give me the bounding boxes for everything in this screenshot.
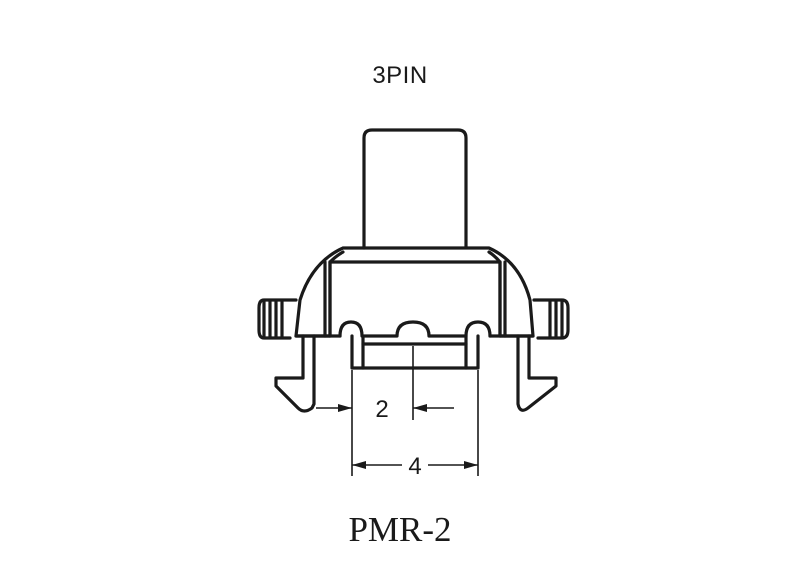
pin-bumps — [338, 320, 492, 338]
dim-pitch-arrow-right — [413, 404, 427, 412]
left-latch — [257, 298, 298, 340]
pin-count-label: 3PIN — [372, 62, 428, 89]
right-latch — [532, 298, 570, 340]
dim-pitch-arrow-left — [338, 404, 352, 412]
dim-span-value: 4 — [408, 453, 421, 480]
dim-pitch-value: 2 — [375, 396, 388, 423]
pin-left — [350, 334, 365, 370]
pin-right — [464, 334, 480, 370]
dim-span-arrow-left — [352, 461, 366, 469]
left-leg — [274, 334, 316, 413]
model-label: PMR-2 — [348, 510, 452, 549]
connector-top-cap — [362, 128, 468, 250]
dim-span-arrow-right — [464, 461, 478, 469]
right-leg — [516, 334, 558, 412]
